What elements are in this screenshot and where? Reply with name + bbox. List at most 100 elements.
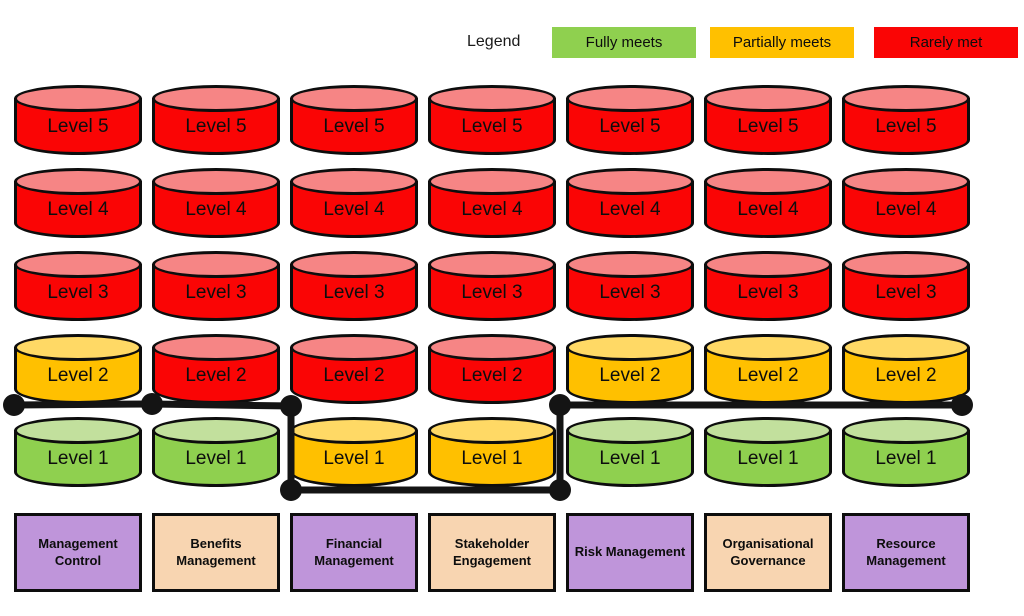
cylinder-rare: Level 5 [152,85,280,155]
cylinder-rare: Level 4 [842,168,970,238]
cylinder-level-label: Level 3 [461,282,523,303]
cylinder-top-ellipse [14,334,142,361]
cylinder-level-label: Level 5 [737,116,799,137]
cylinder-level-label: Level 3 [875,282,937,303]
category-box: Financial Management [290,513,418,592]
cylinder-top-ellipse [428,334,556,361]
category-box: Benefits Management [152,513,280,592]
cylinder-level-label: Level 5 [875,116,937,137]
cylinder-rare: Level 5 [14,85,142,155]
cylinder-top-ellipse [14,85,142,112]
cylinder-top-ellipse [290,168,418,195]
cylinder-level-label: Level 2 [737,365,799,386]
cylinder-level-label: Level 3 [323,282,385,303]
cylinder-top-ellipse [14,168,142,195]
cylinder-level-label: Level 2 [185,365,247,386]
cylinder-level-label: Level 1 [47,448,109,469]
cylinder-partial: Level 2 [704,334,832,404]
cylinder-level-label: Level 1 [737,448,799,469]
category-label: Risk Management [574,544,686,560]
cylinder-top-ellipse [704,334,832,361]
cylinder-rare: Level 3 [290,251,418,321]
cylinder-level-label: Level 4 [461,199,523,220]
cylinder-top-ellipse [152,168,280,195]
category-label: Resource Management [866,535,946,568]
cylinder-level-label: Level 4 [599,199,661,220]
cylinder-level-label: Level 2 [599,365,661,386]
cylinder-rare: Level 4 [428,168,556,238]
cylinder-top-ellipse [566,417,694,444]
cylinder-partial: Level 1 [428,417,556,487]
cylinder-level-label: Level 4 [47,199,109,220]
cylinder-partial: Level 2 [14,334,142,404]
cylinder-level-label: Level 5 [47,116,109,137]
legend-item-partial: Partially meets [710,27,854,58]
cylinder-level-label: Level 4 [323,199,385,220]
category-box: Organisational Governance [704,513,832,592]
category-label: Financial Management [314,535,394,568]
cylinder-fully: Level 1 [842,417,970,487]
cylinder-rare: Level 2 [290,334,418,404]
cylinder-level-label: Level 4 [185,199,247,220]
category-box: Resource Management [842,513,970,592]
category-label: Benefits Management [176,535,256,568]
cylinder-rare: Level 5 [704,85,832,155]
cylinder-rare: Level 5 [428,85,556,155]
cylinder-top-ellipse [14,417,142,444]
cylinder-top-ellipse [842,417,970,444]
cylinder-level-label: Level 5 [185,116,247,137]
cylinder-level-label: Level 5 [461,116,523,137]
cylinder-rare: Level 3 [842,251,970,321]
cylinder-top-ellipse [704,417,832,444]
cylinder-top-ellipse [290,251,418,278]
category-label: Management Control [38,535,118,568]
cylinder-level-label: Level 2 [875,365,937,386]
cylinder-top-ellipse [842,334,970,361]
category-box: Management Control [14,513,142,592]
cylinder-top-ellipse [566,85,694,112]
cylinder-rare: Level 3 [428,251,556,321]
cylinder-level-label: Level 3 [47,282,109,303]
cylinder-level-label: Level 1 [461,448,523,469]
cylinder-rare: Level 5 [566,85,694,155]
cylinder-rare: Level 2 [152,334,280,404]
cylinder-level-label: Level 1 [185,448,247,469]
cylinder-top-ellipse [566,334,694,361]
cylinder-partial: Level 1 [290,417,418,487]
cylinder-top-ellipse [14,251,142,278]
cylinder-top-ellipse [428,85,556,112]
cylinder-level-label: Level 3 [599,282,661,303]
cylinder-fully: Level 1 [152,417,280,487]
cylinder-top-ellipse [842,168,970,195]
cylinder-level-label: Level 4 [875,199,937,220]
cylinder-top-ellipse [566,251,694,278]
cylinder-top-ellipse [152,85,280,112]
cylinder-rare: Level 2 [428,334,556,404]
cylinder-rare: Level 4 [290,168,418,238]
cylinder-level-label: Level 3 [185,282,247,303]
legend-item-rare: Rarely met [874,27,1018,58]
cylinder-fully: Level 1 [704,417,832,487]
cylinder-level-label: Level 4 [737,199,799,220]
cylinder-rare: Level 4 [704,168,832,238]
cylinder-level-label: Level 1 [875,448,937,469]
category-label: Stakeholder Engagement [452,535,531,568]
cylinder-partial: Level 2 [566,334,694,404]
cylinder-rare: Level 3 [152,251,280,321]
cylinder-top-ellipse [290,85,418,112]
cylinder-top-ellipse [152,251,280,278]
cylinder-level-label: Level 2 [323,365,385,386]
cylinder-rare: Level 3 [14,251,142,321]
cylinder-top-ellipse [842,251,970,278]
cylinder-top-ellipse [704,168,832,195]
cylinder-top-ellipse [290,334,418,361]
category-box: Stakeholder Engagement [428,513,556,592]
legend-title: Legend [467,33,521,50]
cylinder-top-ellipse [290,417,418,444]
cylinder-rare: Level 3 [566,251,694,321]
cylinder-top-ellipse [152,417,280,444]
cylinder-level-label: Level 5 [599,116,661,137]
cylinder-rare: Level 5 [842,85,970,155]
cylinder-rare: Level 4 [152,168,280,238]
